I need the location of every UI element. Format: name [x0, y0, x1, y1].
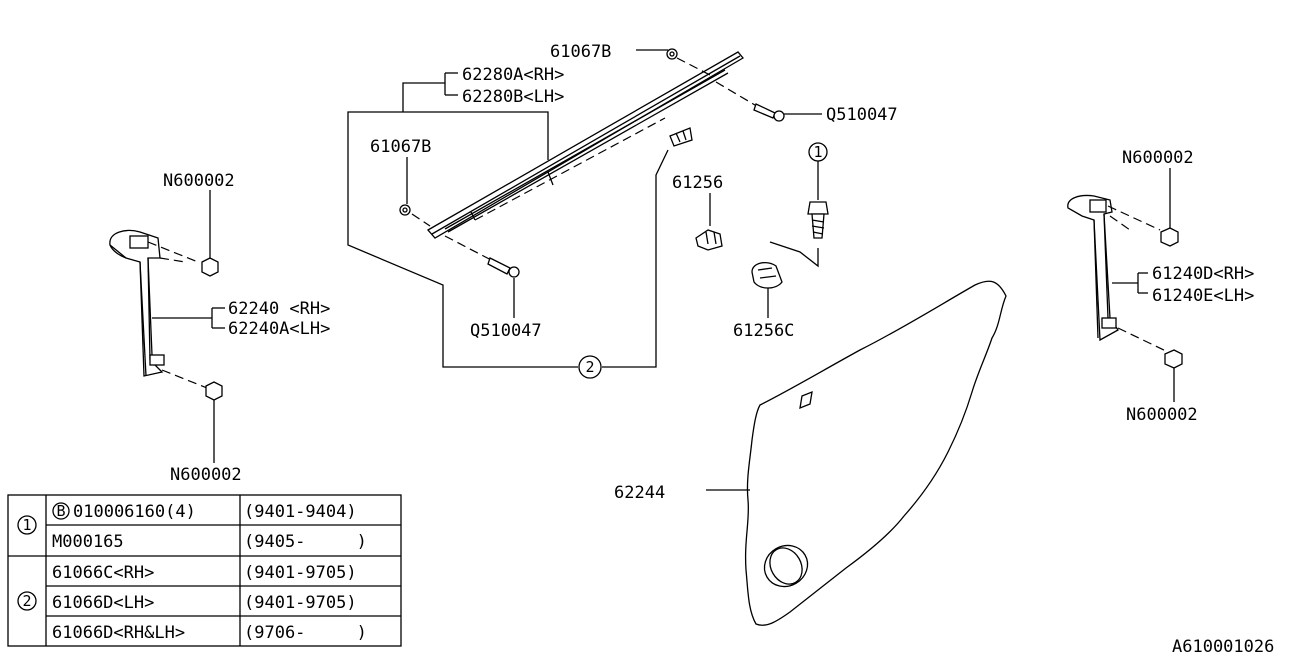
table-row-3-date: (9401-9705) — [244, 563, 357, 583]
sash-guide-61240 — [1067, 168, 1183, 402]
label-n600002-left-bottom: N600002 — [170, 465, 242, 485]
nut-n600002-left-bottom — [205, 381, 223, 401]
table-row-1-date: (9401-9404) — [244, 502, 357, 522]
bolt-callout-1 — [769, 142, 829, 268]
table-row-2-part: M000165 — [52, 532, 124, 552]
table-key-2: 2 — [22, 592, 31, 610]
label-62280a: 62280A<RH> — [462, 65, 564, 85]
label-62240a: 62240A<LH> — [228, 319, 330, 339]
nut-61067b-top — [666, 48, 678, 60]
label-62280b: 62280B<LH> — [462, 87, 564, 107]
application-table: 1 2 B 010006160(4) (9401-9404) M000165 (… — [7, 494, 402, 647]
table-key-1: 1 — [22, 516, 31, 534]
table-row-4-date: (9401-9705) — [244, 593, 357, 613]
label-61256c: 61256C — [733, 321, 794, 341]
sash-guide-62240 — [109, 190, 225, 463]
nut-n600002-right-bottom — [1164, 349, 1183, 369]
table-row-1-part: 010006160(4) — [73, 502, 196, 522]
table-key-2-circle — [17, 591, 37, 611]
label-61067b-top: 61067B — [550, 42, 611, 62]
screw-q510047-top — [753, 103, 776, 119]
table-row-5-date: (9706- ) — [244, 623, 367, 643]
screw-q510047-bottom — [487, 257, 511, 275]
callout-2-text: 2 — [585, 358, 594, 376]
table-prefix-b-circle — [52, 502, 70, 520]
sealing-cover-62244 — [706, 280, 1007, 626]
table-row-5-part: 61066D<RH&LH> — [52, 623, 185, 643]
label-q510047-bottom: Q510047 — [470, 321, 542, 341]
diagram-id: A610001026 — [1172, 637, 1274, 653]
table-row-3-part: 61066C<RH> — [52, 563, 154, 583]
table-key-1-circle — [17, 515, 37, 535]
clip-61256c — [751, 261, 783, 318]
strip-clip — [669, 127, 693, 147]
table-row-2-date: (9405- ) — [244, 532, 367, 552]
callout-1-text: 1 — [813, 143, 822, 161]
label-61256: 61256 — [672, 173, 723, 193]
label-62240: 62240 <RH> — [228, 299, 330, 319]
nut-n600002-left-top — [201, 257, 219, 277]
label-61240e: 61240E<LH> — [1152, 286, 1254, 306]
label-n600002-left-top: N600002 — [163, 171, 235, 191]
clip-61256 — [695, 193, 723, 251]
table-prefix-b: B — [56, 502, 65, 520]
label-61240d: 61240D<RH> — [1152, 264, 1254, 284]
label-n600002-right-bottom: N600002 — [1126, 405, 1198, 425]
callout-2-circle — [578, 355, 602, 379]
label-q510047-top: Q510047 — [826, 105, 898, 125]
label-61067b-mid: 61067B — [370, 137, 431, 157]
weatherstrip-assembly — [347, 48, 822, 368]
label-n600002-right-top: N600002 — [1122, 148, 1194, 168]
label-62244: 62244 — [614, 483, 665, 503]
nut-n600002-right-top — [1160, 227, 1179, 247]
table-row-4-part: 61066D<LH> — [52, 593, 154, 613]
nut-61067b-mid — [399, 204, 411, 216]
